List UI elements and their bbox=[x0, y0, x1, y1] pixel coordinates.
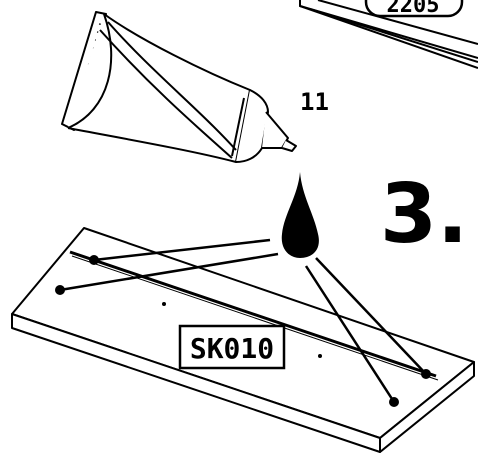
glue-drop-icon bbox=[281, 172, 319, 258]
board-groove bbox=[69, 250, 439, 381]
top-part-label: 2205 bbox=[387, 0, 440, 18]
glue-tube-icon bbox=[61, 11, 297, 163]
board-part-badge: SK010 bbox=[178, 324, 286, 370]
top-part-badge: 2205 bbox=[364, 0, 464, 18]
board-part-label: SK010 bbox=[190, 332, 274, 365]
top-rail-part bbox=[299, 0, 478, 69]
hole bbox=[318, 354, 322, 358]
hole bbox=[162, 302, 166, 306]
step-number: 3. bbox=[380, 167, 468, 262]
glue-leader-lines bbox=[59, 238, 427, 403]
glue-tube-label: 11 bbox=[300, 88, 329, 116]
